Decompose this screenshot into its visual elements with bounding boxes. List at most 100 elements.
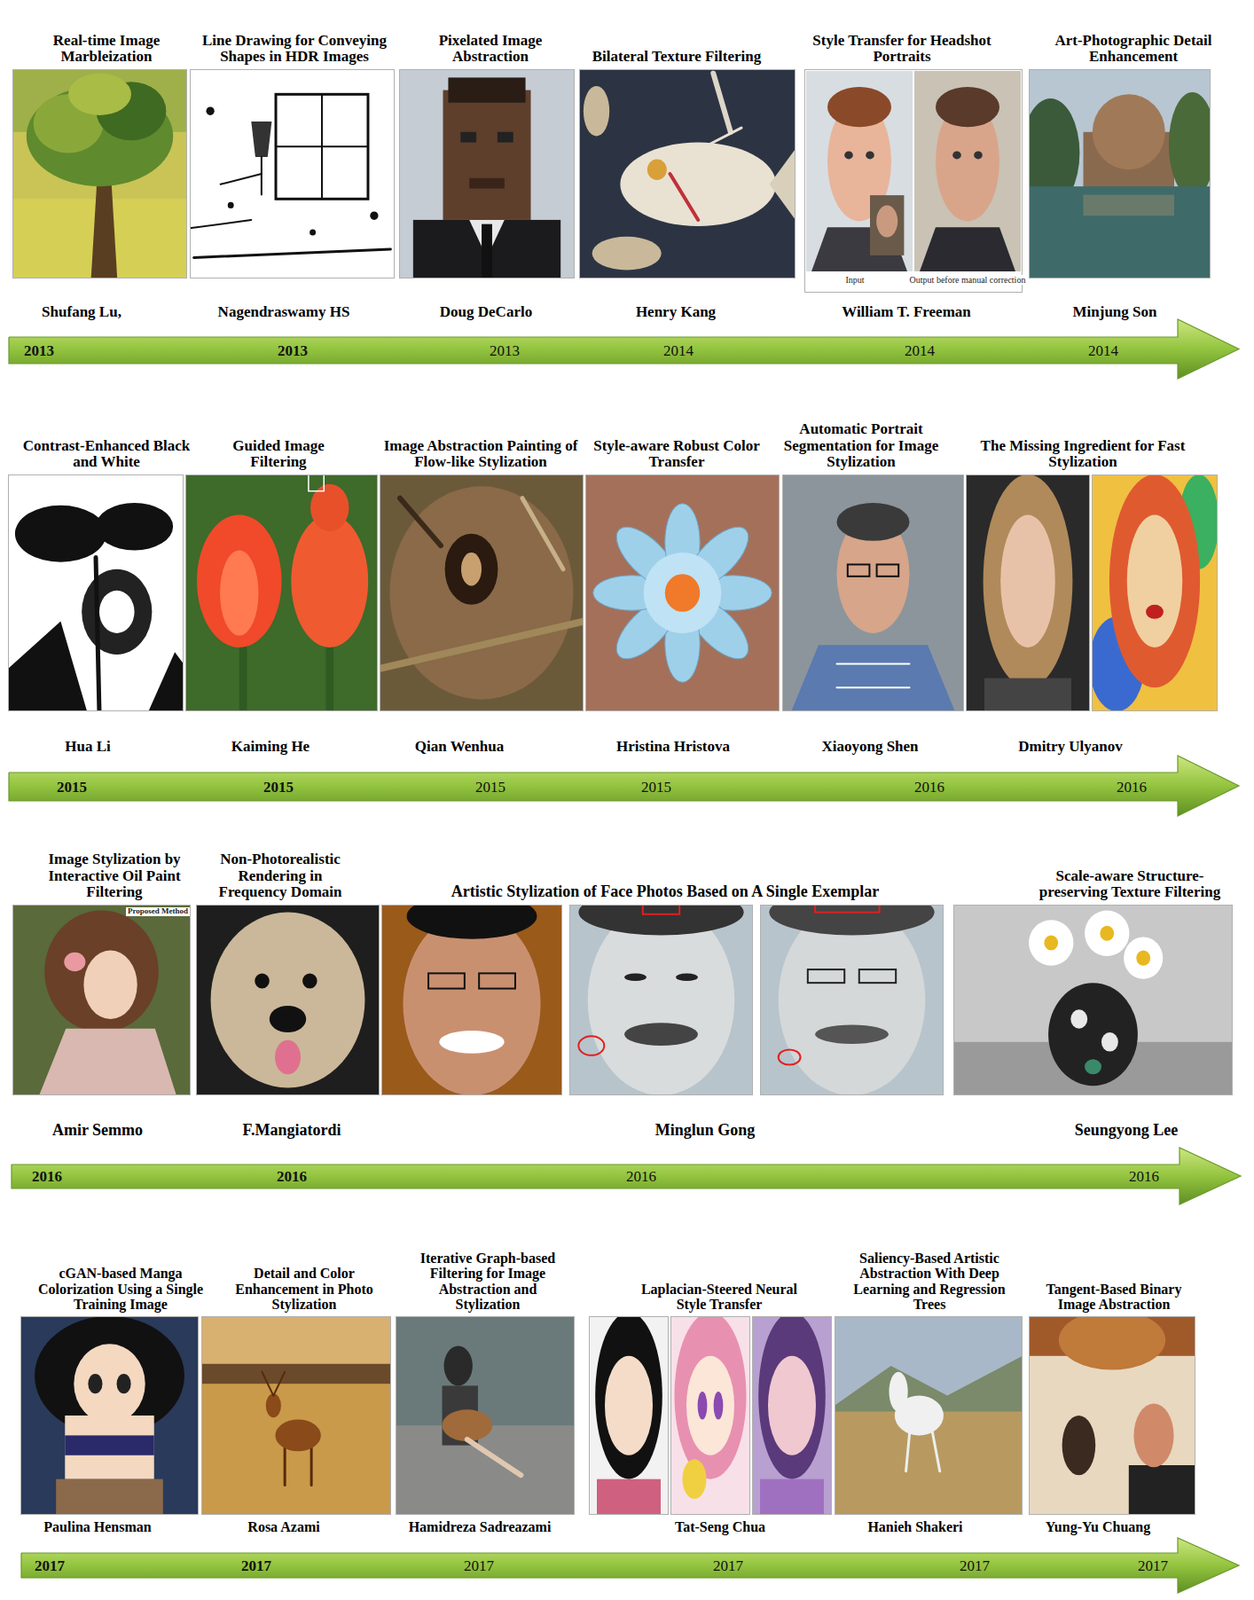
- illustration-ground: [399, 69, 575, 279]
- image-frame: [835, 1316, 1023, 1515]
- illustration-shape: [399, 498, 441, 546]
- author-name: Hristina Hristova: [616, 738, 730, 756]
- author-name: Shufang Lu,: [41, 304, 122, 322]
- illustration-shape: [379, 621, 584, 669]
- illustration-shape: [675, 972, 698, 981]
- illustration-shape: [438, 1030, 504, 1054]
- illustration-shape: [935, 86, 1000, 127]
- illustration-shape: [1084, 1058, 1102, 1074]
- illustration-shape: [768, 904, 934, 935]
- image-frame: [954, 905, 1233, 1096]
- illustration-shape: [443, 90, 532, 220]
- illustration-shape: [81, 569, 152, 655]
- illustration-shape: [778, 1049, 801, 1065]
- paper-title: The Missing Ingredient for Fast Stylizat…: [976, 438, 1190, 471]
- arrow-body: [8, 755, 1239, 816]
- author-name: Yung-Yu Chuang: [1045, 1519, 1151, 1536]
- illustration-shape: [760, 1479, 824, 1515]
- illustration-shape: [239, 640, 248, 712]
- author-name: Hanieh Shakeri: [867, 1519, 963, 1536]
- illustration-shape: [290, 514, 369, 648]
- paper-title: Contrast-Enhanced Black and White: [17, 438, 196, 471]
- illustration-ground: [7, 474, 184, 712]
- illustration-shape: [481, 224, 493, 279]
- illustration-ground: [804, 69, 1023, 293]
- author-name: Tat-Seng Chua: [674, 1519, 766, 1536]
- illustration-shape: [888, 1371, 908, 1412]
- year-label: 2015: [475, 779, 506, 795]
- author-name: Qian Wenhua: [415, 738, 504, 756]
- illustration-shape: [1168, 92, 1211, 197]
- paper-title: Real-time Image Marbleization: [17, 32, 196, 66]
- year-label: 2014: [1088, 343, 1119, 359]
- illustration-shape: [148, 651, 184, 712]
- arrow-shape: [7, 318, 1240, 380]
- illustration-shape: [624, 972, 647, 981]
- illustration: [1091, 474, 1218, 712]
- illustration-shape: [395, 1425, 575, 1515]
- illustration-shape: [461, 552, 482, 586]
- author-name: Minglun Gong: [655, 1121, 756, 1140]
- illustration-shape: [844, 150, 854, 159]
- illustration-shape: [758, 1316, 826, 1480]
- year-label: 2016: [1128, 1168, 1160, 1184]
- illustration-shape: [827, 86, 892, 127]
- paper-title: Style Transfer for Headshot Portraits: [804, 32, 1000, 66]
- illustration: [953, 904, 1233, 1096]
- illustration: [395, 1316, 575, 1515]
- image-frame: [1029, 1316, 1196, 1515]
- illustration-ground: [395, 1316, 575, 1515]
- year-label: 2016: [1116, 779, 1147, 795]
- paper-title: Scale-aware Structure-preserving Texture…: [1023, 868, 1237, 902]
- illustration-shape: [1092, 94, 1166, 170]
- illustration-shape: [1000, 514, 1056, 648]
- timeline-arrow: 201720172017201720172017: [20, 1536, 1240, 1594]
- year-label: 2017: [34, 1558, 65, 1574]
- illustration-shape: [250, 121, 272, 157]
- illustration-shape: [261, 1371, 274, 1396]
- illustration-shape: [99, 590, 135, 634]
- timeline-arrow: 201320132013201420142014: [7, 318, 1240, 380]
- year-label: 2016: [276, 1168, 307, 1184]
- illustration-shape: [39, 1028, 177, 1096]
- image-frame: [1029, 70, 1211, 279]
- image-frame: [586, 475, 780, 712]
- image-frame: [966, 475, 1090, 712]
- illustration-shape: [1028, 919, 1074, 966]
- illustration-shape: [1136, 950, 1151, 966]
- author-name: Amir Semmo: [52, 1121, 143, 1140]
- paper-title: Art-Photographic Detail Enhancement: [1040, 32, 1227, 66]
- image-caption: Input: [843, 274, 866, 285]
- illustration: [195, 904, 380, 1096]
- illustration-shape: [876, 204, 898, 237]
- illustration-ground: [195, 904, 380, 1096]
- year-label: 2017: [713, 1558, 744, 1574]
- illustration-shape: [1084, 909, 1129, 957]
- illustration-shape: [869, 195, 904, 256]
- illustration-ground: [834, 1316, 1023, 1515]
- illustration-shape: [64, 1434, 155, 1455]
- illustration-shape: [269, 1005, 306, 1033]
- illustration-shape: [95, 556, 100, 712]
- illustration-shape: [445, 533, 499, 605]
- illustration: [201, 1316, 392, 1515]
- illustration-shape: [369, 211, 378, 220]
- illustration-shape: [196, 514, 282, 648]
- paper-title: Non-Photorealistic Rendering in Frequenc…: [204, 851, 356, 902]
- illustration-shape: [768, 1355, 816, 1456]
- paper-title: Image Abstraction Painting of Flow-like …: [383, 438, 579, 471]
- illustration: [12, 904, 191, 1096]
- illustration-shape: [973, 150, 983, 159]
- illustration-shape: [308, 474, 324, 492]
- illustration-ground: [806, 70, 913, 272]
- illustration-shape: [274, 1040, 301, 1075]
- illustration-shape: [859, 969, 896, 983]
- illustration: [760, 904, 944, 1096]
- illustration-shape: [674, 1316, 747, 1480]
- illustration-shape: [227, 202, 235, 209]
- illustration-shape: [865, 150, 875, 159]
- illustration: [782, 474, 965, 712]
- paper-title: cGAN-based Manga Colorization Using a Si…: [31, 1265, 210, 1313]
- arrow-shape: [7, 754, 1240, 817]
- arrow-body: [11, 1147, 1241, 1205]
